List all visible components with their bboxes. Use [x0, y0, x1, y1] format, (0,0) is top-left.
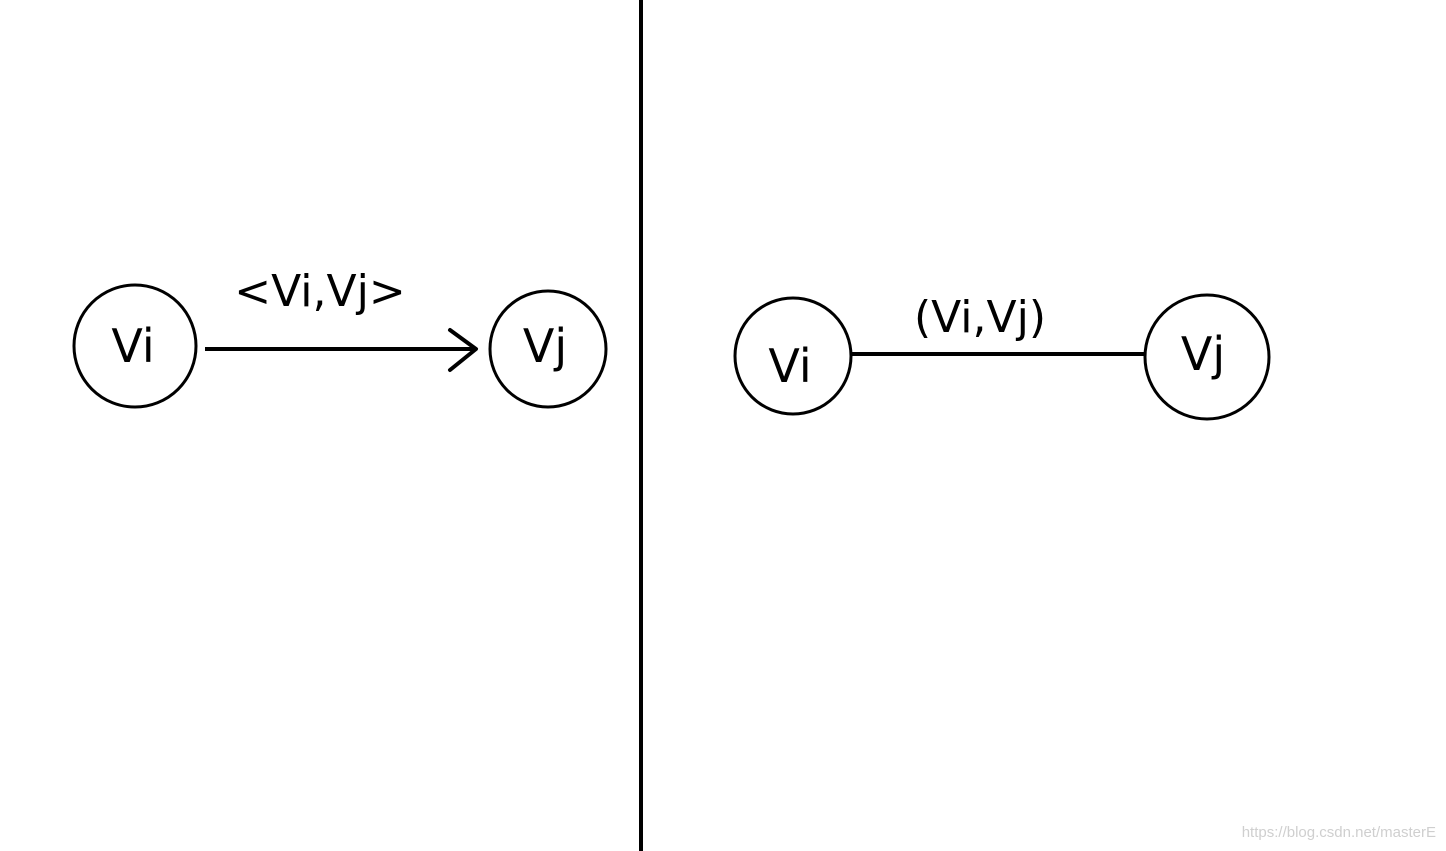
- undirected-edge-panel: Vi Vj (Vi,Vj): [733, 292, 1271, 421]
- undirected-target-node: [1143, 293, 1271, 421]
- undirected-source-label: Vi: [768, 339, 811, 393]
- directed-edge-panel: Vi Vj <Vi,Vj>: [72, 266, 608, 409]
- undirected-target-label: Vj: [1181, 327, 1225, 381]
- directed-source-label: Vi: [111, 319, 154, 373]
- directed-target-node: [488, 289, 608, 409]
- directed-source-node: [72, 283, 198, 409]
- source-watermark: https://blog.csdn.net/masterE: [1241, 824, 1436, 841]
- directed-target-label: Vj: [523, 319, 567, 373]
- directed-arrowhead: [448, 328, 478, 372]
- undirected-edge-label: (Vi,Vj): [914, 292, 1046, 343]
- directed-edge-label: <Vi,Vj>: [234, 266, 405, 317]
